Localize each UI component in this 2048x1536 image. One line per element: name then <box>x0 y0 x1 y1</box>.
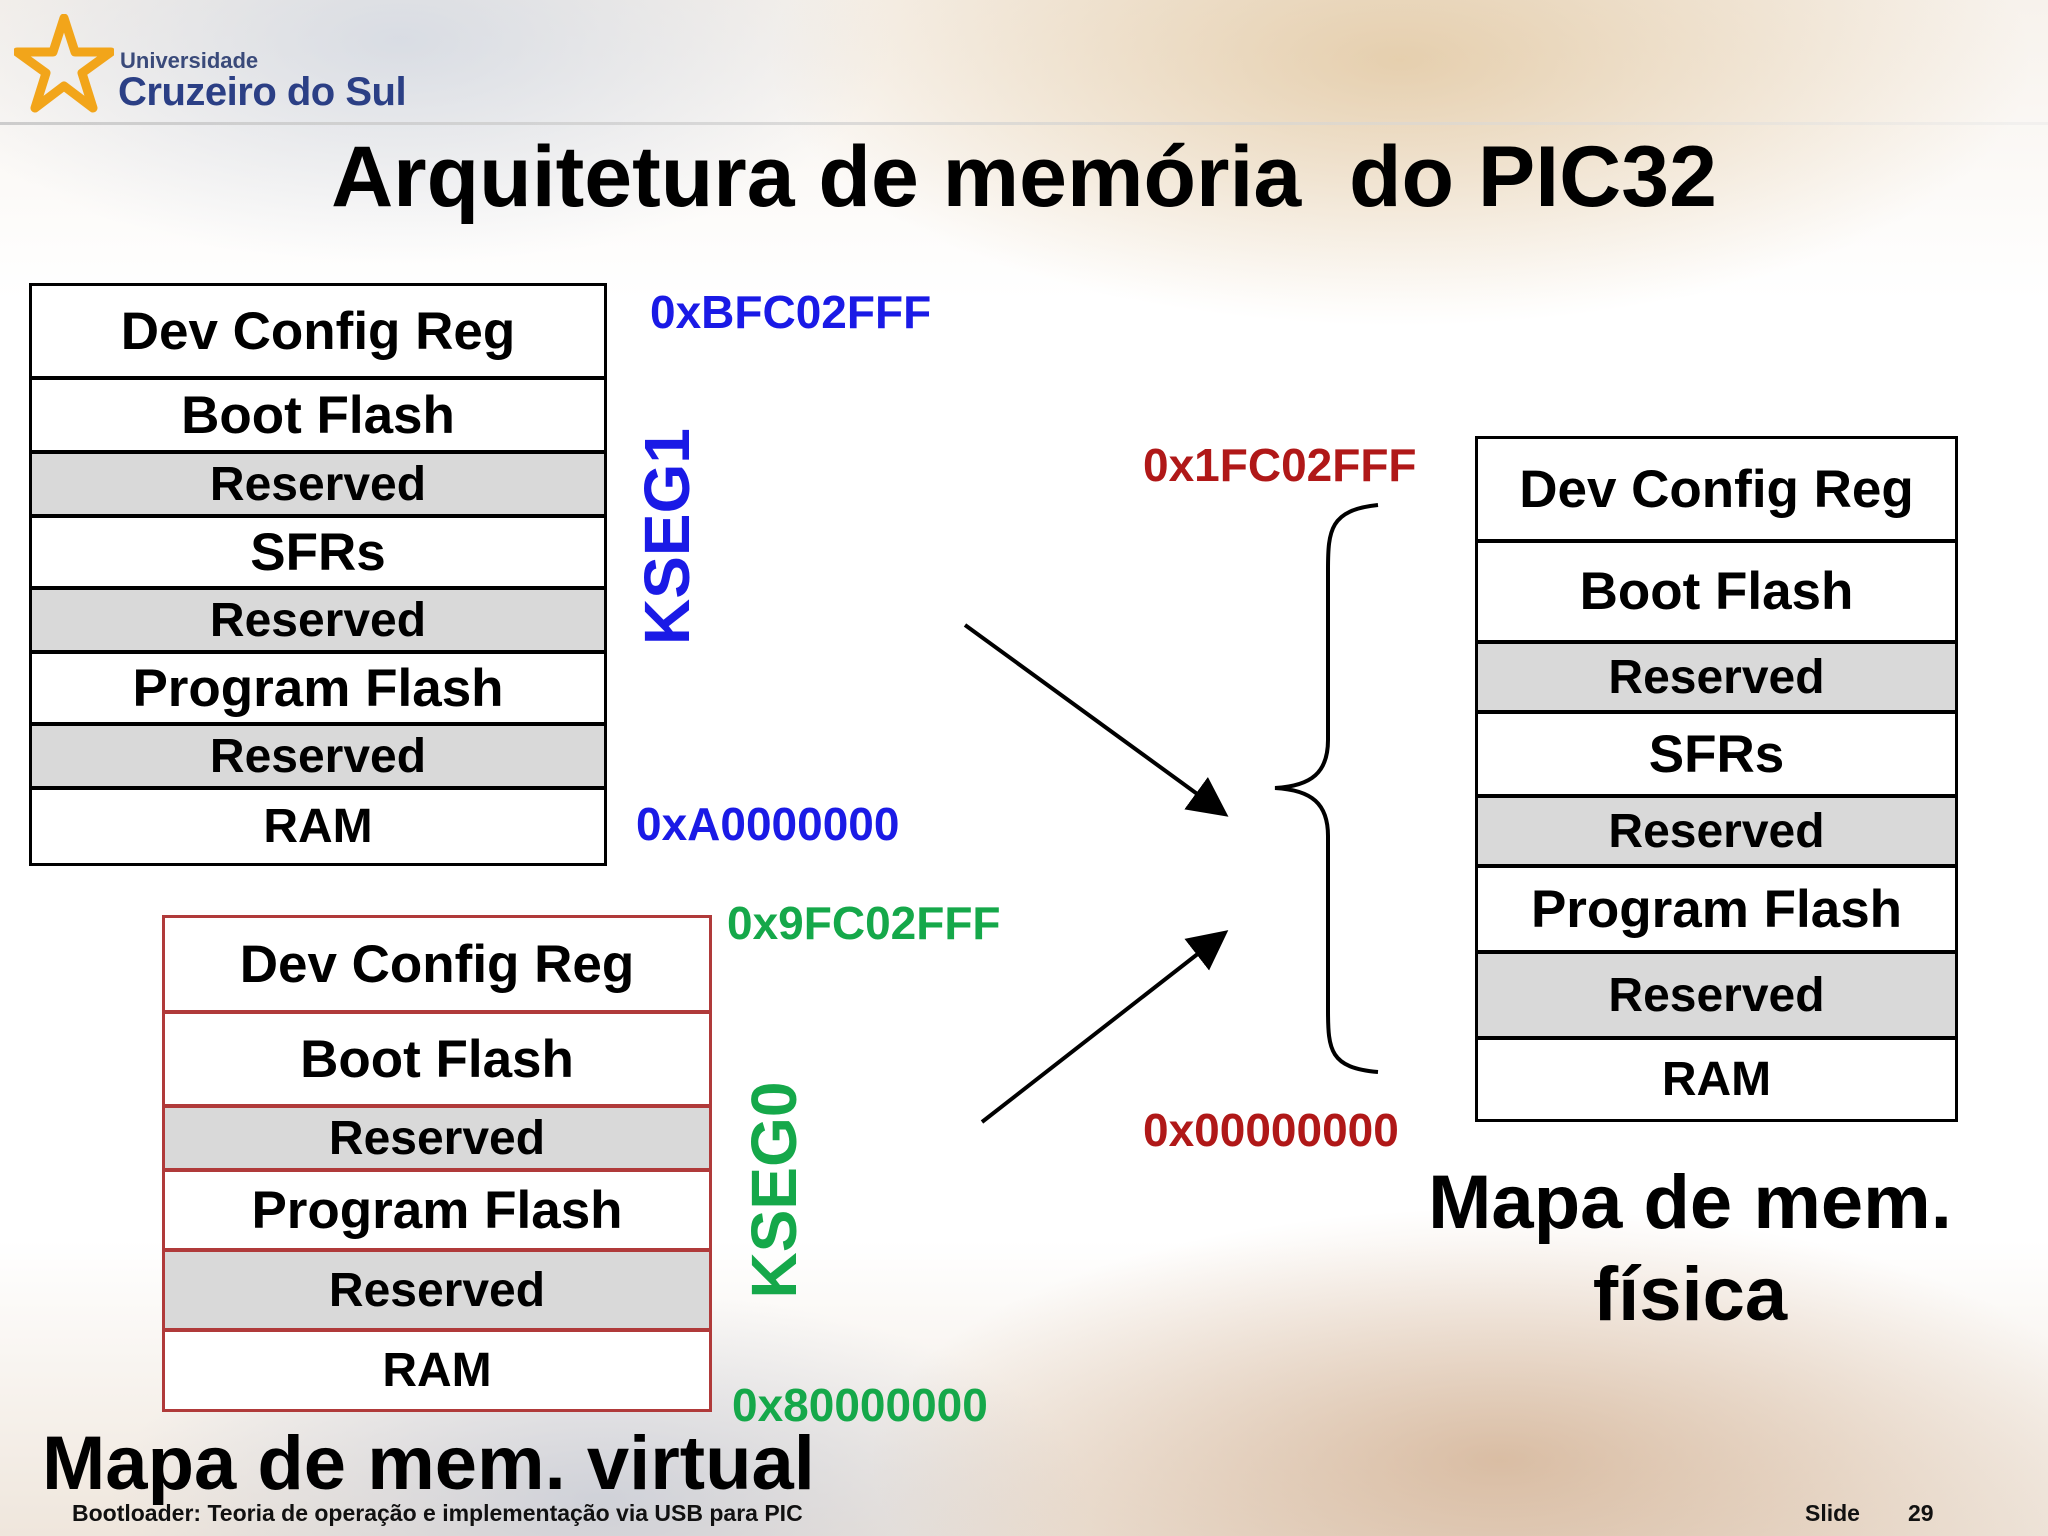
kseg1-addr-bottom: 0xA0000000 <box>636 798 900 850</box>
star-icon <box>14 14 114 113</box>
physical-map-caption-line-2: física <box>1592 1252 1788 1337</box>
kseg1-memory-map: Dev Config Reg Boot Flash Reserved SFRs … <box>29 283 607 866</box>
kseg1-reserved: Reserved <box>32 726 604 790</box>
kseg1-program-flash: Program Flash <box>32 654 604 726</box>
university-logo: Universidade Cruzeiro do Sul <box>14 14 434 114</box>
kseg1-addr-top: 0xBFC02FFF <box>650 286 932 338</box>
logo-line-2: Cruzeiro do Sul <box>118 70 407 114</box>
kseg0-reserved: Reserved <box>165 1252 709 1332</box>
kseg1-dev-config-reg: Dev Config Reg <box>32 286 604 380</box>
header-divider <box>0 122 2048 125</box>
kseg0-reserved: Reserved <box>165 1108 709 1172</box>
arrow-kseg1-to-physical <box>963 623 1229 817</box>
physical-program-flash: Program Flash <box>1478 868 1955 954</box>
kseg1-reserved: Reserved <box>32 454 604 518</box>
physical-boot-flash: Boot Flash <box>1478 543 1955 644</box>
curly-brace <box>1274 503 1379 1074</box>
kseg1-boot-flash: Boot Flash <box>32 380 604 454</box>
virtual-map-caption: Mapa de mem. virtual <box>42 1421 815 1506</box>
physical-map-caption: Mapa de mem. física <box>1400 1157 1980 1341</box>
physical-ram: RAM <box>1478 1040 1955 1119</box>
kseg0-boot-flash: Boot Flash <box>165 1014 709 1108</box>
physical-reserved: Reserved <box>1478 644 1955 714</box>
physical-addr-bottom: 0x00000000 <box>1143 1104 1399 1156</box>
kseg0-program-flash: Program Flash <box>165 1172 709 1252</box>
slide-label: Slide <box>1805 1500 1860 1526</box>
kseg0-ram: RAM <box>165 1332 709 1409</box>
slide-title: Arquitetura de memória do PIC32 <box>331 129 1717 225</box>
physical-reserved: Reserved <box>1478 798 1955 868</box>
slide-number: 29 <box>1908 1500 1934 1526</box>
footer-text: Bootloader: Teoria de operação e impleme… <box>72 1500 803 1526</box>
arrow-kseg0-to-physical <box>980 930 1229 1124</box>
physical-map-caption-line-1: Mapa de mem. <box>1428 1160 1952 1245</box>
physical-memory-map: Dev Config Reg Boot Flash Reserved SFRs … <box>1475 436 1958 1122</box>
kseg1-ram: RAM <box>32 790 604 863</box>
physical-dev-config-reg: Dev Config Reg <box>1478 439 1955 543</box>
kseg0-addr-bottom: 0x80000000 <box>732 1379 988 1431</box>
kseg1-reserved: Reserved <box>32 590 604 654</box>
physical-sfrs: SFRs <box>1478 714 1955 798</box>
physical-reserved: Reserved <box>1478 954 1955 1040</box>
kseg0-memory-map: Dev Config Reg Boot Flash Reserved Progr… <box>162 915 712 1412</box>
physical-addr-top: 0x1FC02FFF <box>1143 439 1417 491</box>
kseg0-dev-config-reg: Dev Config Reg <box>165 918 709 1014</box>
kseg0-addr-top: 0x9FC02FFF <box>727 897 1001 949</box>
kseg0-label: KSEG0 <box>738 1081 810 1299</box>
kseg1-label: KSEG1 <box>631 428 703 645</box>
kseg1-sfrs: SFRs <box>32 518 604 590</box>
logo-line-1: Universidade <box>120 48 259 73</box>
